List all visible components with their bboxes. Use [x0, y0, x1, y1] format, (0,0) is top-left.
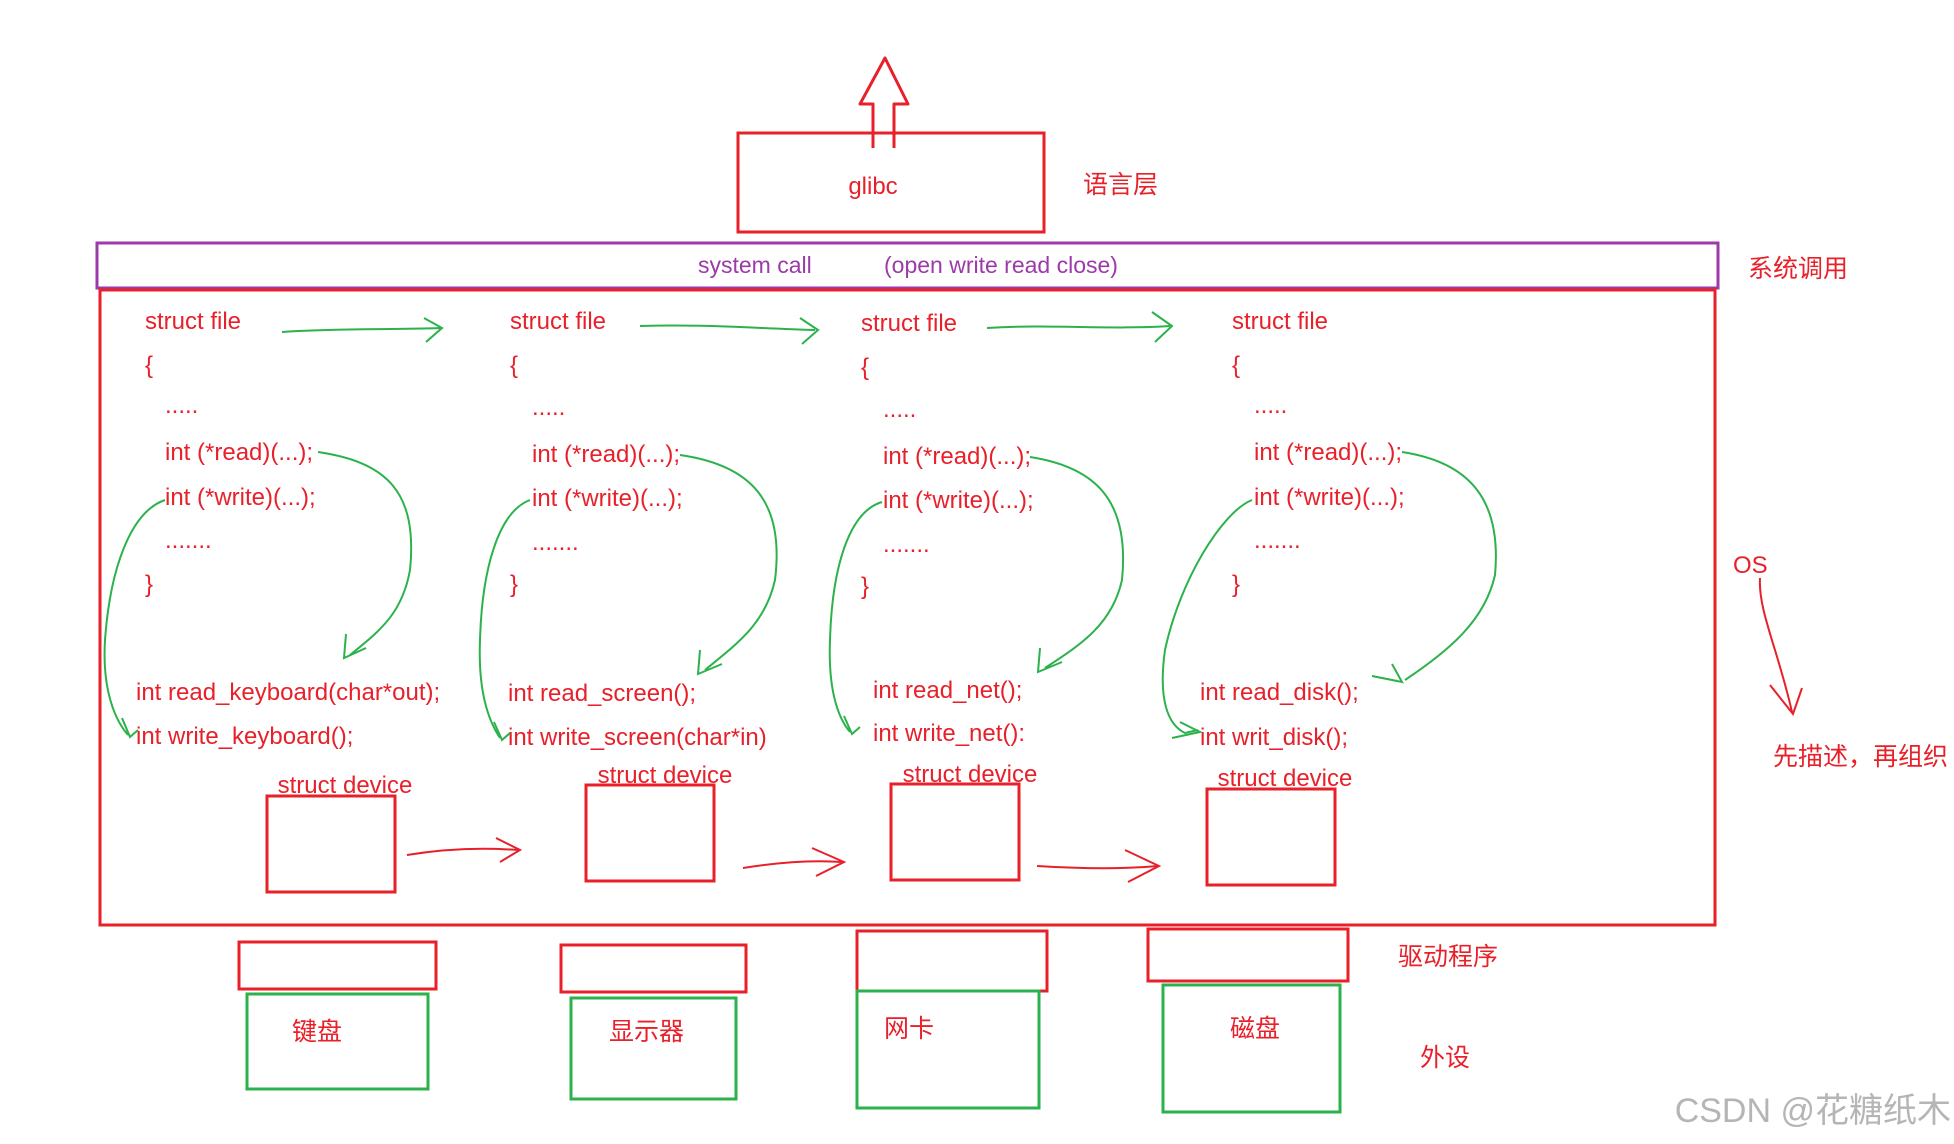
peripheral-box: [569, 996, 738, 1101]
struct-file-title: struct file: [145, 308, 241, 335]
system-call-layer-label: 系统调用: [1748, 255, 1848, 283]
read-pointer: int (*read)(...);: [883, 443, 1031, 470]
write-link-arrow-icon: [103, 499, 166, 739]
peripheral-label: 磁盘: [1230, 1015, 1280, 1043]
struct-file-3: struct file { ..... int (*read)(...); in…: [828, 310, 1125, 882]
struct-device-box: [889, 782, 1021, 882]
struct-open-brace: {: [861, 354, 869, 381]
struct-dots: .....: [532, 394, 565, 421]
struct-dots: .....: [1254, 392, 1287, 419]
write-link-arrow-icon: [478, 499, 531, 742]
write-pointer: int (*write)(...);: [165, 484, 316, 511]
struct-close-brace: }: [861, 573, 869, 600]
os-box: [98, 288, 1717, 927]
struct-dots: .....: [883, 396, 916, 423]
write-link-arrow-icon: [1161, 499, 1253, 739]
read-pointer: int (*read)(...);: [532, 441, 680, 468]
write-link-arrow-icon: [828, 501, 883, 736]
peripheral-box: [855, 989, 1041, 1110]
file-link-arrow-icon: [281, 317, 444, 343]
write-pointer: int (*write)(...);: [532, 485, 683, 512]
struct-device-box: [265, 794, 397, 894]
struct-file-title: struct file: [1232, 308, 1328, 335]
peripheral-label: 网卡: [884, 1015, 934, 1043]
system-call-label: system call: [698, 252, 812, 278]
watermark: CSDN @花糖纸木: [1675, 1092, 1951, 1130]
system-call-funcs: (open write read close): [884, 252, 1118, 278]
read-function: int read_screen();: [508, 680, 696, 707]
struct-file-4: struct file { ..... int (*read)(...); in…: [1161, 308, 1497, 887]
struct-open-brace: {: [1232, 352, 1240, 379]
glibc-box: [736, 131, 1046, 234]
struct-close-brace: }: [510, 571, 518, 598]
device-link-arrow-icon: [406, 837, 523, 863]
up-arrow-icon: [858, 56, 910, 148]
os-note: 先描述，再组织: [1773, 743, 1948, 771]
driver-box: [237, 940, 438, 991]
write-pointer: int (*write)(...);: [883, 487, 1034, 514]
struct-dots: .......: [883, 531, 930, 558]
language-layer-label: 语言层: [1083, 171, 1158, 199]
read-link-arrow-icon: [1029, 456, 1125, 674]
write-function: int write_keyboard();: [136, 723, 353, 750]
read-pointer: int (*read)(...);: [165, 439, 313, 466]
struct-open-brace: {: [510, 352, 518, 379]
os-label: OS: [1733, 552, 1768, 579]
peripheral-layer-label: 外设: [1420, 1044, 1470, 1072]
read-link-arrow-icon: [1371, 451, 1497, 684]
read-function: int read_keyboard(char*out);: [136, 679, 440, 706]
struct-file-1: struct file { ..... int (*read)(...); in…: [103, 308, 440, 894]
struct-device-box: [584, 783, 716, 883]
glibc-label: glibc: [848, 173, 897, 200]
peripheral-label: 显示器: [609, 1018, 684, 1046]
struct-dots: .......: [165, 527, 212, 554]
driver-box: [1146, 927, 1350, 983]
read-link-arrow-icon: [679, 454, 778, 676]
struct-dots: .......: [532, 529, 579, 556]
driver-label: 驱动程序: [1398, 943, 1498, 971]
struct-file-title: struct file: [861, 310, 957, 337]
driver-box: [559, 943, 748, 994]
struct-dots: .....: [165, 392, 198, 419]
read-function: int read_disk();: [1200, 679, 1359, 706]
file-link-arrow-icon: [639, 317, 820, 345]
write-function: int write_net():: [873, 720, 1025, 747]
device-link-arrow-icon: [1036, 849, 1162, 883]
file-link-arrow-icon: [986, 311, 1174, 343]
peripheral-box: [245, 992, 430, 1091]
struct-close-brace: }: [1232, 571, 1240, 598]
system-call-bar: [95, 241, 1720, 290]
struct-file-title: struct file: [510, 308, 606, 335]
device-link-arrow-icon: [742, 847, 847, 877]
read-link-arrow-icon: [317, 451, 413, 660]
struct-file-2: struct file { ..... int (*read)(...); in…: [478, 308, 778, 883]
peripheral-box: [1161, 983, 1342, 1114]
peripheral-label: 键盘: [292, 1018, 342, 1046]
struct-device-box: [1205, 787, 1337, 887]
write-function: int writ_disk();: [1200, 724, 1348, 751]
read-pointer: int (*read)(...);: [1254, 439, 1402, 466]
os-arrow-icon: [1758, 577, 1803, 717]
struct-close-brace: }: [145, 571, 153, 598]
driver-box: [855, 929, 1049, 993]
struct-open-brace: {: [145, 352, 153, 379]
struct-dots: .......: [1254, 527, 1301, 554]
write-pointer: int (*write)(...);: [1254, 484, 1405, 511]
read-function: int read_net();: [873, 677, 1022, 704]
write-function: int write_screen(char*in): [508, 724, 767, 751]
